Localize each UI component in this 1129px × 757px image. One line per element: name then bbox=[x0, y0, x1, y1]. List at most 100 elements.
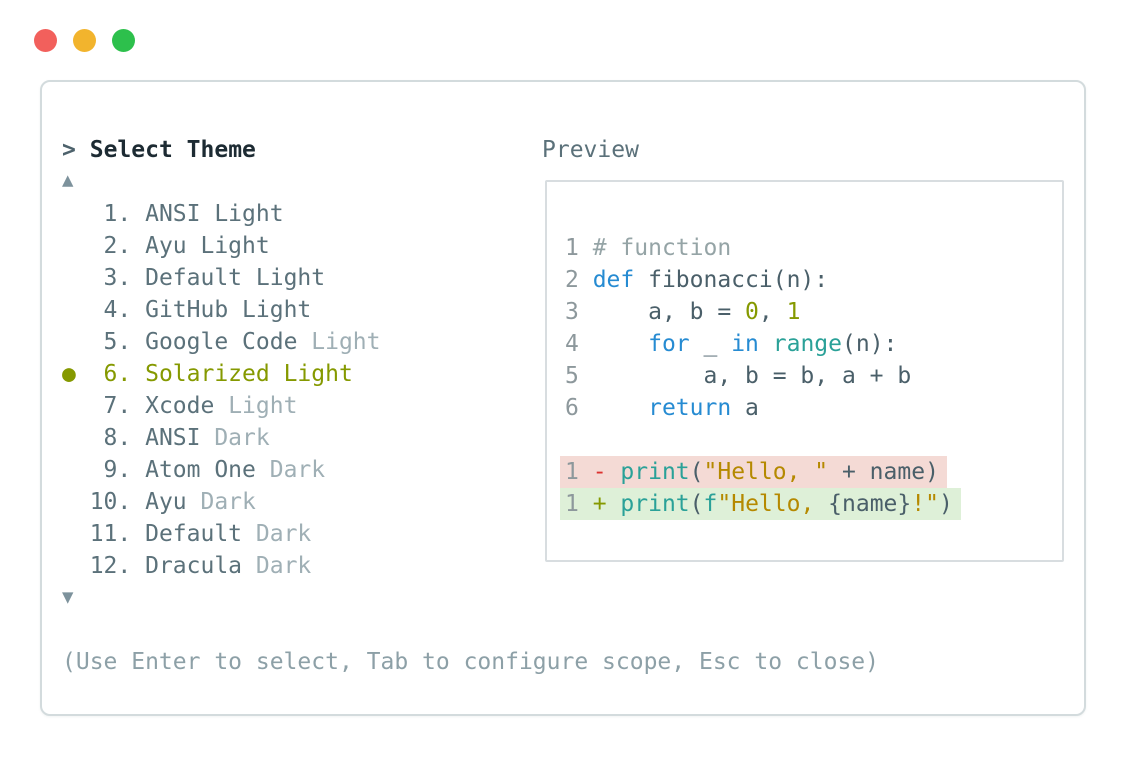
marker-space bbox=[62, 329, 90, 355]
marker-space bbox=[62, 425, 90, 451]
code-token: 1 bbox=[786, 299, 801, 325]
theme-number: 3. bbox=[89, 265, 146, 291]
code-token: _ bbox=[689, 331, 732, 357]
code-token: "Hello, bbox=[717, 491, 829, 517]
code-token: a, b = bbox=[592, 299, 746, 325]
theme-number: 8. bbox=[89, 425, 146, 451]
line-number: 1 bbox=[565, 491, 593, 517]
code-token: f bbox=[703, 491, 718, 517]
code-token: ( bbox=[689, 459, 704, 485]
theme-option-google-code-light[interactable]: 5. Google Code Light bbox=[62, 326, 381, 358]
line-number: 2 bbox=[565, 267, 593, 293]
marker-space bbox=[62, 393, 90, 419]
code-line: 1 # function bbox=[565, 232, 961, 264]
code-token: "Hello, " bbox=[703, 459, 829, 485]
theme-picker-dialog: > Select Theme ▲ 1. ANSI Light 2. Ayu Li… bbox=[40, 80, 1086, 716]
code-token: - bbox=[592, 459, 621, 485]
marker-space bbox=[62, 297, 90, 323]
theme-name: Solarized Light bbox=[145, 361, 353, 387]
code-line: 4 for _ in range(n): bbox=[565, 328, 961, 360]
code-token: !" bbox=[911, 491, 939, 517]
theme-option-solarized-light[interactable]: ● 6. Solarized Light bbox=[62, 358, 381, 390]
code-line-diff-added: 1 + print(f"Hello, {name}!") bbox=[560, 488, 961, 520]
code-line: 3 a, b = 0, 1 bbox=[565, 296, 961, 328]
code-token bbox=[759, 331, 773, 357]
theme-name: Ayu bbox=[145, 489, 187, 515]
line-number: 5 bbox=[565, 363, 593, 389]
theme-name: Default bbox=[145, 521, 243, 547]
theme-name: Atom One bbox=[145, 457, 256, 483]
code-token: {name} bbox=[828, 491, 912, 517]
theme-option-ayu-dark[interactable]: 10. Ayu Dark bbox=[62, 486, 381, 518]
code-line-diff-removed: 1 - print("Hello, " + name) bbox=[560, 456, 961, 488]
theme-option-dracula-dark[interactable]: 12. Dracula Dark bbox=[62, 550, 381, 582]
scroll-down-icon[interactable]: ▼ bbox=[62, 586, 74, 608]
line-number: 1 bbox=[565, 459, 593, 485]
code-token: 0 bbox=[745, 299, 759, 325]
window-controls bbox=[34, 29, 135, 52]
preview-label: Preview bbox=[542, 137, 639, 163]
marker-space bbox=[62, 457, 90, 483]
code-token: fibonacci(n): bbox=[634, 267, 829, 293]
theme-variant: Dark bbox=[242, 521, 312, 547]
code-token: range bbox=[772, 331, 842, 357]
theme-option-ansi-light[interactable]: 1. ANSI Light bbox=[62, 198, 381, 230]
dialog-title: Select Theme bbox=[89, 137, 256, 163]
theme-variant: Dark bbox=[200, 425, 270, 451]
marker-space bbox=[62, 201, 90, 227]
code-token: in bbox=[731, 331, 759, 357]
minimize-button[interactable] bbox=[73, 29, 96, 52]
theme-list: 1. ANSI Light 2. Ayu Light 3. Default Li… bbox=[62, 198, 381, 582]
theme-number: 1. bbox=[89, 201, 146, 227]
theme-option-default-dark[interactable]: 11. Default Dark bbox=[62, 518, 381, 550]
theme-option-atom-one-dark[interactable]: 9. Atom One Dark bbox=[62, 454, 381, 486]
theme-number: 6. bbox=[89, 361, 146, 387]
code-line: 2 def fibonacci(n): bbox=[565, 264, 961, 296]
scroll-up-icon[interactable]: ▲ bbox=[62, 169, 74, 191]
code-token: def bbox=[592, 267, 635, 293]
code-token: for bbox=[648, 331, 690, 357]
code-line: 6 return a bbox=[565, 392, 961, 424]
maximize-button[interactable] bbox=[112, 29, 135, 52]
theme-number: 7. bbox=[89, 393, 146, 419]
close-button[interactable] bbox=[34, 29, 57, 52]
theme-variant: Dark bbox=[242, 553, 312, 579]
theme-number: 10. bbox=[89, 489, 146, 515]
theme-name: Xcode bbox=[145, 393, 215, 419]
theme-variant: Dark bbox=[255, 457, 326, 483]
code-token bbox=[593, 395, 648, 421]
theme-name: Dracula bbox=[145, 553, 243, 579]
theme-option-ayu-light[interactable]: 2. Ayu Light bbox=[62, 230, 381, 262]
theme-variant: Dark bbox=[186, 489, 256, 515]
theme-number: 12. bbox=[89, 553, 146, 579]
code-token: return bbox=[648, 395, 732, 421]
code-line: 5 a, b = b, a + b bbox=[565, 360, 961, 392]
code-token: + bbox=[592, 491, 621, 517]
theme-number: 11. bbox=[89, 521, 146, 547]
theme-option-default-light[interactable]: 3. Default Light bbox=[62, 262, 381, 294]
code-token: ( bbox=[689, 491, 704, 517]
code-token: ) bbox=[938, 491, 953, 517]
theme-name: Ayu Light bbox=[145, 233, 270, 259]
theme-name: Google Code bbox=[145, 329, 298, 355]
theme-number: 5. bbox=[89, 329, 146, 355]
code-token: a bbox=[731, 395, 759, 421]
theme-option-github-light[interactable]: 4. GitHub Light bbox=[62, 294, 381, 326]
code-token: + name) bbox=[828, 459, 939, 485]
theme-name: ANSI Light bbox=[145, 201, 284, 227]
theme-option-ansi-dark[interactable]: 8. ANSI Dark bbox=[62, 422, 381, 454]
theme-number: 2. bbox=[89, 233, 146, 259]
theme-option-xcode-light[interactable]: 7. Xcode Light bbox=[62, 390, 381, 422]
marker-space bbox=[62, 233, 90, 259]
theme-name: Default Light bbox=[145, 265, 326, 291]
line-number: 1 bbox=[565, 235, 593, 261]
theme-number: 9. bbox=[89, 457, 146, 483]
code-token bbox=[593, 331, 648, 357]
selected-bullet-icon: ● bbox=[62, 361, 90, 387]
code-token: # function bbox=[592, 235, 732, 261]
line-number: 3 bbox=[565, 299, 593, 325]
marker-space bbox=[62, 265, 90, 291]
code-line bbox=[565, 424, 961, 456]
theme-name: GitHub Light bbox=[145, 297, 312, 323]
